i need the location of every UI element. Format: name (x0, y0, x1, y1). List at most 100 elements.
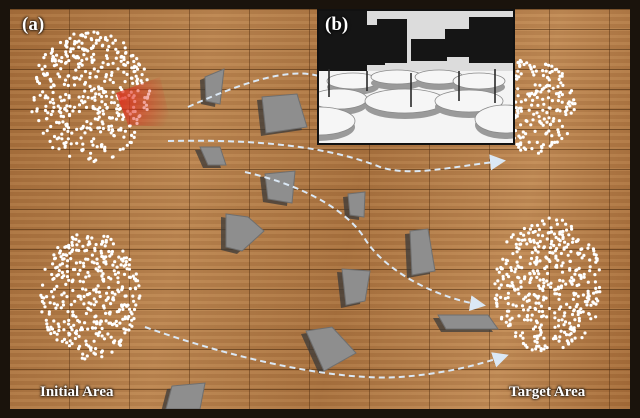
robot-dot (519, 231, 523, 236)
robot-dot (525, 315, 529, 319)
robot-dot (559, 286, 563, 290)
robot-dot (52, 287, 57, 291)
robot-dot (80, 148, 84, 152)
robot-dot (536, 250, 540, 254)
robot-dot (565, 105, 569, 109)
robot-dot (81, 47, 85, 51)
robot-dot (52, 257, 57, 261)
robot-dot (559, 81, 563, 85)
robot-dot (515, 260, 519, 264)
obstacle (433, 314, 499, 332)
robot-dot (533, 246, 537, 250)
robot-dot (100, 274, 104, 278)
robot-dot (541, 123, 545, 127)
robot-dot (86, 257, 90, 261)
robot-dot (521, 336, 525, 340)
robot-dot (52, 253, 56, 257)
robot-dot (65, 123, 69, 127)
robot-dot (93, 95, 97, 99)
robot-dot (59, 306, 63, 310)
robot-dot (547, 78, 551, 82)
robot-dot (51, 109, 55, 113)
robot-dot (65, 341, 69, 345)
robot-dot (560, 93, 565, 97)
robot-dot (517, 247, 521, 251)
robot-dot (561, 279, 565, 283)
robot-dot (90, 139, 94, 144)
robot-dot (102, 306, 106, 310)
robot-dot (514, 106, 518, 110)
robot-dot (65, 269, 70, 274)
robot-dot (119, 59, 123, 63)
robot-dot (588, 258, 592, 262)
robot-dot (118, 321, 122, 325)
robot-dot (35, 109, 39, 113)
robot-dot (111, 155, 115, 159)
robot-dot (556, 130, 561, 134)
robot-dot (81, 95, 85, 99)
robot-dot (77, 347, 81, 351)
robot-dot (89, 89, 94, 93)
initial-area-label: Initial Area (40, 384, 114, 400)
robot-dot (110, 291, 114, 295)
robot-dot (516, 287, 520, 291)
robot-dot (45, 325, 50, 329)
robot-dot (57, 328, 61, 333)
robot-dot (589, 317, 593, 321)
robot-dot (122, 303, 127, 307)
robot-dot (62, 328, 66, 332)
obstacle (161, 382, 206, 409)
robot-dot (544, 296, 548, 300)
robot-dot (90, 55, 94, 59)
robot-dot (522, 277, 527, 281)
robot-dot (510, 316, 514, 320)
robot-dot (55, 284, 59, 288)
robot-dot (70, 243, 74, 247)
robot-dot (558, 278, 562, 282)
robot-dot (560, 72, 564, 76)
robot-dot (76, 294, 80, 298)
robot-dot (564, 222, 568, 226)
robot-dot (67, 96, 71, 100)
robot-dot (524, 132, 528, 136)
robot-dot (32, 98, 36, 102)
robot-dot (101, 240, 105, 244)
robot-dot (111, 263, 115, 267)
robot-dot (562, 247, 566, 251)
robot-dot (117, 112, 121, 116)
robot-dot (493, 282, 497, 286)
robot-dot (67, 333, 71, 337)
robot-dot (92, 137, 96, 141)
robot-dot (597, 268, 601, 272)
robot-dot (542, 117, 546, 121)
obstacle-top (165, 382, 206, 409)
robot-dot (72, 32, 76, 36)
robot-dot (63, 144, 67, 148)
robot-dot (558, 109, 562, 113)
robot-dot (546, 96, 551, 100)
robot-dot (60, 99, 64, 103)
robot-dot (130, 312, 134, 316)
robot-dot (61, 300, 65, 304)
robot-dot (55, 332, 59, 336)
robot-dot (496, 279, 500, 283)
robot-dot (84, 48, 88, 52)
robot-dot (104, 75, 108, 79)
robot-dot (91, 106, 95, 110)
robot-dot (66, 126, 71, 130)
robot-dot (60, 137, 64, 141)
robot-dot (51, 90, 55, 95)
robot-dot (534, 307, 538, 311)
robot-dot (65, 264, 69, 268)
robot-dot (84, 343, 89, 347)
robot-dot (50, 290, 54, 294)
robot-dot (128, 257, 132, 262)
trajectory-arrow (244, 171, 486, 312)
robot-dot (533, 129, 537, 133)
robot-dot (71, 248, 75, 252)
robot-dot (124, 256, 129, 260)
robot-dot (113, 339, 117, 343)
robot-dot (531, 118, 535, 122)
robot-dot (519, 285, 523, 289)
robot-dot (44, 104, 48, 108)
